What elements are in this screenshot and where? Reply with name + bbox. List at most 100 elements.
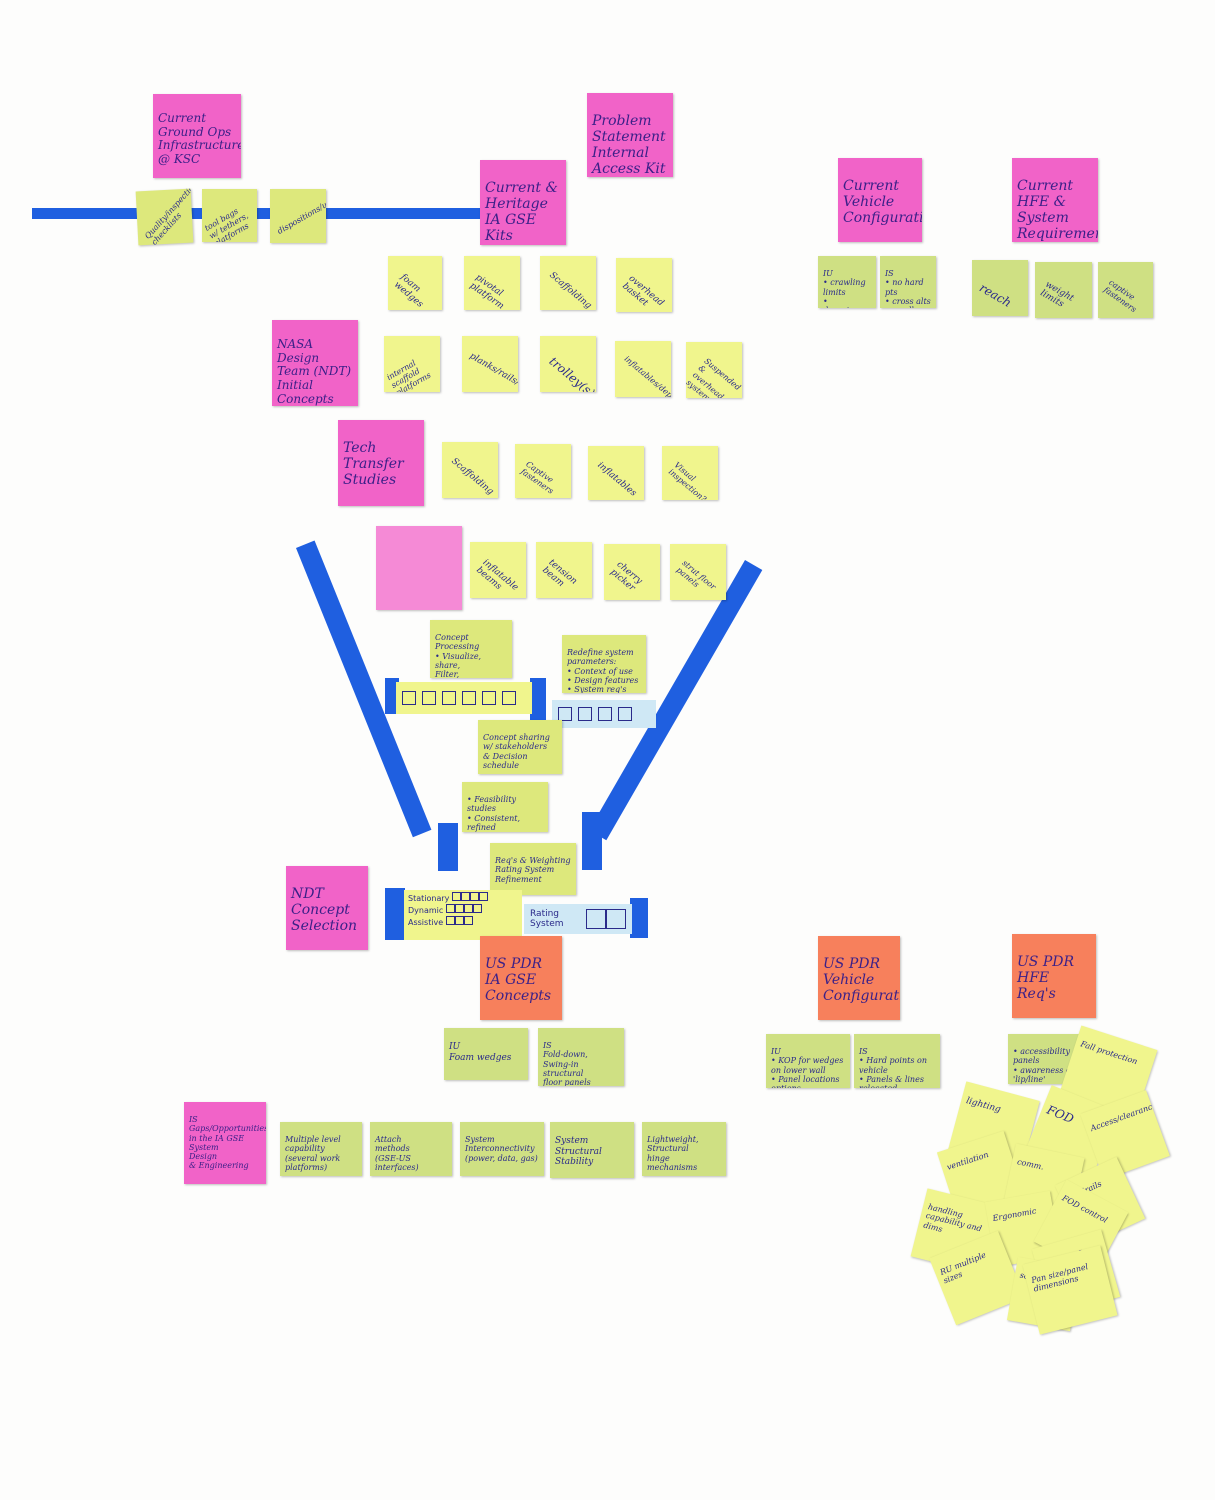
note-concept-sharing: Concept sharing w/ stakeholders & Decisi…: [478, 720, 562, 774]
note-text: Current Ground Ops Infrastructure @ KSC: [158, 110, 241, 167]
strip-end-right-2: [630, 898, 648, 938]
note-hfe-requirements: Current HFE & System Requirements: [1012, 158, 1098, 242]
note-text: captive fasteners: [1101, 277, 1138, 315]
note-text: US PDR IA GSE Concepts: [485, 956, 552, 1005]
strip-end-left-1: [385, 678, 399, 714]
note-system-interconnect: System Interconnectivity (power, data, g…: [460, 1122, 544, 1176]
concept-icon: [402, 691, 416, 705]
parameter-icon: [598, 707, 612, 721]
note-text: Access/clearance: [1089, 1100, 1159, 1134]
note-multiple-level: Multiple level capability (several work …: [280, 1122, 362, 1176]
parameter-icon: [618, 707, 632, 721]
selection-row: Dynamic: [408, 904, 482, 915]
note-text: pivotal platform: [467, 273, 506, 310]
note-text: Concept Processing • Visualize, share, F…: [435, 633, 482, 678]
note-text: inflatables/deployables: [622, 354, 671, 397]
note-text: IS Gaps/Opportunities in the IA GSE Syst…: [189, 1115, 266, 1171]
note-text: Problem Statement Internal Access Kit re…: [592, 113, 666, 177]
note-planks: planks/rails/doors: [462, 336, 518, 392]
selection-label: Assistive: [408, 918, 444, 927]
note-ndt-concept-selection: NDT Concept Selection: [286, 866, 368, 950]
note-tt-visual: Visual inspection?: [662, 446, 718, 500]
note-text: NASA Design Team (NDT) Initial Concepts: [277, 336, 352, 406]
note-blank-pink: [376, 526, 462, 610]
note-system-structural: System Structural Stability: [550, 1122, 634, 1178]
note-text: Visual inspection?: [666, 460, 708, 500]
note-text: cherry picker: [607, 559, 644, 595]
note-text: Suspended & overhead systems: [686, 356, 742, 398]
concept-icon: [502, 691, 516, 705]
note-dispositions: dispositions/utilities: [270, 189, 326, 243]
note-hard-points: IS • Hard points on vehicle • Panels & l…: [854, 1034, 940, 1088]
note-tt-inflatables: inflatables: [588, 446, 644, 500]
rating-label: Rating System: [530, 909, 564, 929]
note-text: strut floor panels: [674, 558, 718, 592]
concept-icon: [442, 691, 456, 705]
note-text: Quality/inspection checklists: [143, 188, 194, 246]
note-tool-bags: tool bags w/ tethers, platforms: [202, 189, 257, 242]
note-fold-down: IS Fold-down, Swing-in structural floor …: [538, 1028, 624, 1086]
note-text: • Feasibility studies • Consistent, refi…: [467, 795, 523, 832]
note-text: Tech Transfer Studies: [343, 440, 404, 489]
note-captive-fasteners: captive fasteners: [1098, 262, 1153, 318]
note-feasibility: • Feasibility studies • Consistent, refi…: [462, 782, 548, 832]
note-reach: reach: [972, 260, 1028, 316]
note-heritage-kits: Current & Heritage IA GSE Kits: [480, 160, 566, 245]
note-text: Current HFE & System Requirements: [1017, 178, 1098, 242]
note-text: comm.: [1016, 1157, 1045, 1172]
rating-grid: [585, 909, 626, 929]
strip-end-right-1: [530, 678, 546, 724]
note-cherry-picker: cherry picker: [604, 544, 660, 600]
note-ndt-initial: NASA Design Team (NDT) Initial Concepts: [272, 320, 358, 406]
note-weight-limits: weight limits: [1035, 262, 1092, 318]
note-text: NDT Concept Selection: [291, 886, 358, 935]
note-inflatable-beams: inflatable beams: [470, 542, 526, 598]
note-text: Req's & Weighting Rating System Refineme…: [495, 856, 571, 884]
note-text: Redefine system parameters: • Context of…: [567, 648, 639, 693]
note-scaffolding: Scaffolding: [540, 256, 596, 310]
note-text: Fall protection: [1079, 1039, 1139, 1067]
note-gaps-opportunities: IS Gaps/Opportunities in the IA GSE Syst…: [184, 1102, 266, 1184]
note-us-pdr-hfe: US PDR HFE Req's: [1012, 934, 1096, 1018]
note-text: planks/rails/doors: [467, 351, 518, 392]
note-text: Concept sharing w/ stakeholders & Decisi…: [483, 733, 550, 770]
concept-icon: [422, 691, 436, 705]
note-text: Captive fasteners: [518, 459, 555, 497]
note-ground-ops: Current Ground Ops Infrastructure @ KSC: [153, 94, 241, 178]
parameter-icon: [578, 707, 592, 721]
note-trolleys: trolley(s): [540, 336, 596, 392]
note-strut-floor: strut floor panels: [670, 544, 726, 600]
note-kop-wedges: IU • KOP for wedges on lower wall • Pane…: [766, 1034, 850, 1088]
note-inflatables-deployables: inflatables/deployables: [615, 341, 671, 397]
note-text: inflatable beams: [473, 557, 520, 594]
note-text: weight limits: [1038, 279, 1076, 311]
strip-end-left-2: [385, 888, 405, 940]
note-text: inflatables: [595, 460, 639, 500]
note-text: Lightweight, Structural hinge mechanisms: [647, 1135, 699, 1172]
note-text: internal scaffold platforms: [385, 358, 433, 392]
note-text: IS Fold-down, Swing-in structural floor …: [543, 1041, 591, 1086]
note-foam-wedges: foam wedges: [388, 256, 442, 310]
note-tt-captive: Captive fasteners: [515, 444, 571, 498]
note-text: foam wedges: [391, 272, 425, 310]
note-overhead-basket: overhead basket: [616, 258, 672, 312]
note-text: Scaffolding: [547, 270, 594, 310]
note-redefine-parameters: Redefine system parameters: • Context of…: [562, 635, 646, 693]
note-text: Ergonomic: [991, 1206, 1038, 1224]
note-attach-methods: Attach methods (GSE-US interfaces): [370, 1122, 452, 1176]
rating-system-strip: Rating System: [524, 904, 632, 934]
note-text: IS • Hard points on vehicle • Panels & l…: [859, 1047, 927, 1088]
note-text: System Structural Stability: [555, 1136, 602, 1168]
note-iu-constraints: IU • crawling limits • dome/nose IU • re…: [818, 256, 876, 308]
note-tech-transfer: Tech Transfer Studies: [338, 420, 424, 506]
note-text: tension beam: [539, 557, 579, 590]
concept-icon: [482, 691, 496, 705]
note-text: US PDR HFE Req's: [1017, 954, 1075, 1003]
note-pivotal-platform: pivotal platform: [464, 256, 520, 310]
note-internal-scaffold: internal scaffold platforms: [384, 336, 440, 392]
note-text: US PDR Vehicle Configuration: [823, 956, 900, 1005]
concept-icons-strip: [396, 682, 532, 714]
note-text: Current & Heritage IA GSE Kits: [485, 180, 558, 245]
note-text: Multiple level capability (several work …: [285, 1135, 341, 1172]
